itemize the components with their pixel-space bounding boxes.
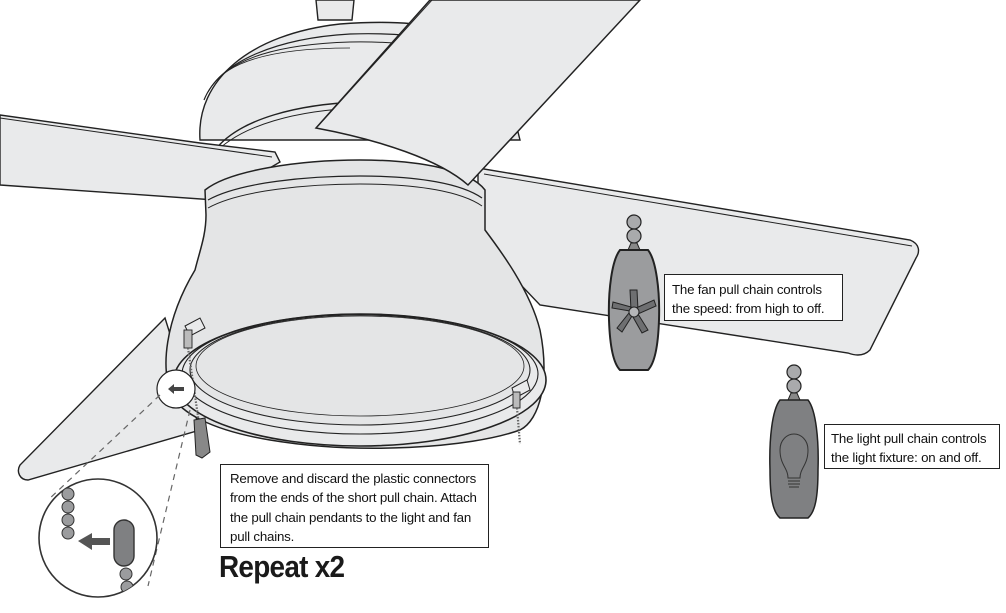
- instruction-line-4: pull chains.: [230, 528, 295, 544]
- fan-pull-chain-pendant: [607, 214, 661, 371]
- fan-blade-front: [314, 0, 642, 187]
- light-pull-chain-pendant: [769, 364, 819, 519]
- fan-icon: [611, 289, 657, 334]
- arrow-left-icon: [78, 533, 110, 550]
- repeat-label: Repeat x2: [219, 549, 345, 584]
- fan-chain-callout: The fan pull chain controls the speed: f…: [664, 274, 843, 321]
- instruction-line-3: the pull chain pendants to the light and…: [230, 509, 472, 525]
- light-callout-line-2: the light fixture: on and off.: [831, 450, 982, 465]
- instruction-line-1: Remove and discard the plastic connector…: [230, 471, 477, 486]
- fan-blade-right: [477, 167, 920, 356]
- magnifier-marker: [156, 369, 196, 409]
- detail-magnifier: [38, 478, 158, 598]
- right-pull-chain: [511, 379, 531, 445]
- light-chain-callout: The light pull chain controls the light …: [824, 424, 1000, 469]
- left-pull-chain: [183, 317, 211, 459]
- light-callout-line-1: The light pull chain controls: [831, 431, 987, 446]
- light-bulb-icon: [779, 433, 809, 488]
- magnifier-leader-lines: [47, 394, 191, 587]
- instruction-callout: Remove and discard the plastic connector…: [220, 464, 489, 548]
- light-kit-bowl: [165, 159, 547, 449]
- downrod: [315, 0, 355, 21]
- fan-callout-line-2: the speed: from high to off.: [672, 301, 825, 316]
- fan-callout-line-1: The fan pull chain controls: [672, 282, 822, 297]
- fan-blade-left: [0, 114, 281, 201]
- fan-blade-lower-left: [17, 316, 201, 481]
- instruction-line-2: from the ends of the short pull chain. A…: [230, 490, 477, 506]
